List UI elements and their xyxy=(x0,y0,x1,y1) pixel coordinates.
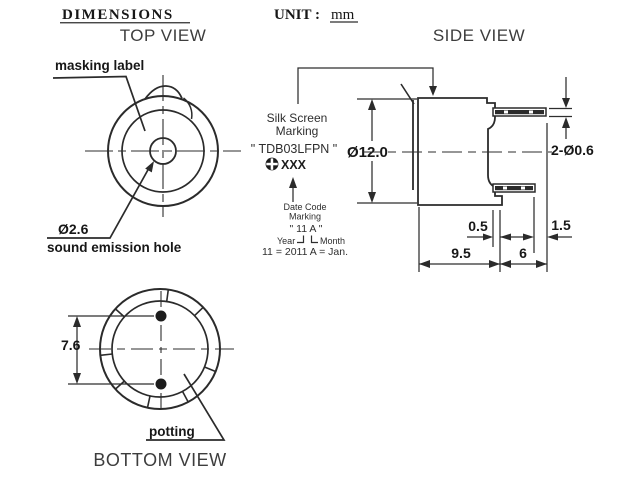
hole-leader-arrowhead xyxy=(145,161,154,173)
dim-0-5-arrow-right xyxy=(500,233,511,241)
header: DIMENSIONS UNIT : mm xyxy=(60,7,358,24)
bottom-view-drawing: 7.6 potting BOTTOM VIEW xyxy=(61,288,234,470)
silk-screen-line2: Marking xyxy=(276,124,319,138)
lead-dia-arrow-down xyxy=(562,98,570,108)
unit-value: mm xyxy=(331,7,355,23)
top-tab-bump xyxy=(144,85,183,100)
bottom-view-title: BOTTOM VIEW xyxy=(93,450,226,470)
dim-9-5-arrow-left xyxy=(419,260,430,268)
part-marking-text: " TDB03LFPN " xyxy=(251,142,337,156)
label-notch-curve xyxy=(183,97,193,120)
dim-0-5-arrow-left xyxy=(483,233,493,241)
dimensions-title: DIMENSIONS xyxy=(62,7,174,23)
date-code-arrowhead xyxy=(289,177,297,188)
dia-arrow-up xyxy=(368,99,376,110)
silk-screen-arrowhead xyxy=(429,86,437,96)
hole-diameter-text: Ø2.6 xyxy=(58,221,89,237)
side-view-drawing: SIDE VIEW Silk Screen Marking " TDB03LFP… xyxy=(251,26,594,272)
sound-emission-hole-text: sound emission hole xyxy=(47,240,182,255)
date-code-line1: Date Code xyxy=(283,202,326,212)
dim-1-5-arrow-right xyxy=(547,233,558,241)
lead-spacing-text: 7.6 xyxy=(61,337,81,353)
dim-6-arrow-left xyxy=(500,260,511,268)
dim-9-5-text: 9.5 xyxy=(451,245,471,261)
potting-text: potting xyxy=(149,424,195,439)
masking-label-text: masking label xyxy=(55,58,144,73)
date-code-note: 11 = 2011 A = Jan. xyxy=(262,246,348,258)
masking-label-leader xyxy=(52,75,146,132)
hole-leader xyxy=(47,167,150,239)
potting-leader xyxy=(146,373,226,441)
spacing-arrow-down xyxy=(73,373,81,384)
top-view-title: TOP VIEW xyxy=(120,26,207,45)
spacing-arrow-up xyxy=(73,316,81,327)
top-view-drawing: TOP VIEW masking label Ø2.6 sound emissi… xyxy=(47,26,241,255)
polarity-mark-icon xyxy=(265,157,279,171)
dim-6-arrow-right xyxy=(536,260,547,268)
date-code-year-label: Year xyxy=(277,236,295,246)
dim-0-5-text: 0.5 xyxy=(468,218,488,234)
silk-screen-line1: Silk Screen xyxy=(267,111,328,125)
lead-diameter-text: 2-Ø0.6 xyxy=(551,142,594,158)
side-view-title: SIDE VIEW xyxy=(433,26,525,45)
date-code-example: " 11 A " xyxy=(290,223,323,235)
dia-arrow-down xyxy=(368,192,376,203)
dim-1-5-text: 1.5 xyxy=(551,217,571,233)
lead-dot-top xyxy=(155,310,167,322)
year-bracket xyxy=(297,235,305,244)
lead-pin-top xyxy=(492,107,547,117)
lead-pin-bottom xyxy=(492,183,536,193)
marking-xxx-text: XXX xyxy=(281,158,307,172)
date-code-month-label: Month xyxy=(320,236,345,246)
month-bracket xyxy=(310,235,318,244)
lead-dia-arrow-up xyxy=(562,117,570,128)
date-code-line2: Marking xyxy=(289,212,321,222)
silk-screen-leader xyxy=(297,67,434,104)
dim-6-text: 6 xyxy=(519,245,527,261)
lead-dot-bottom xyxy=(155,378,167,390)
flange-break-tick xyxy=(400,83,415,105)
dim-9-5-arrow-right xyxy=(489,260,500,268)
unit-label: UNIT : xyxy=(274,7,320,23)
dim-1-5-arrow-left xyxy=(523,233,534,241)
